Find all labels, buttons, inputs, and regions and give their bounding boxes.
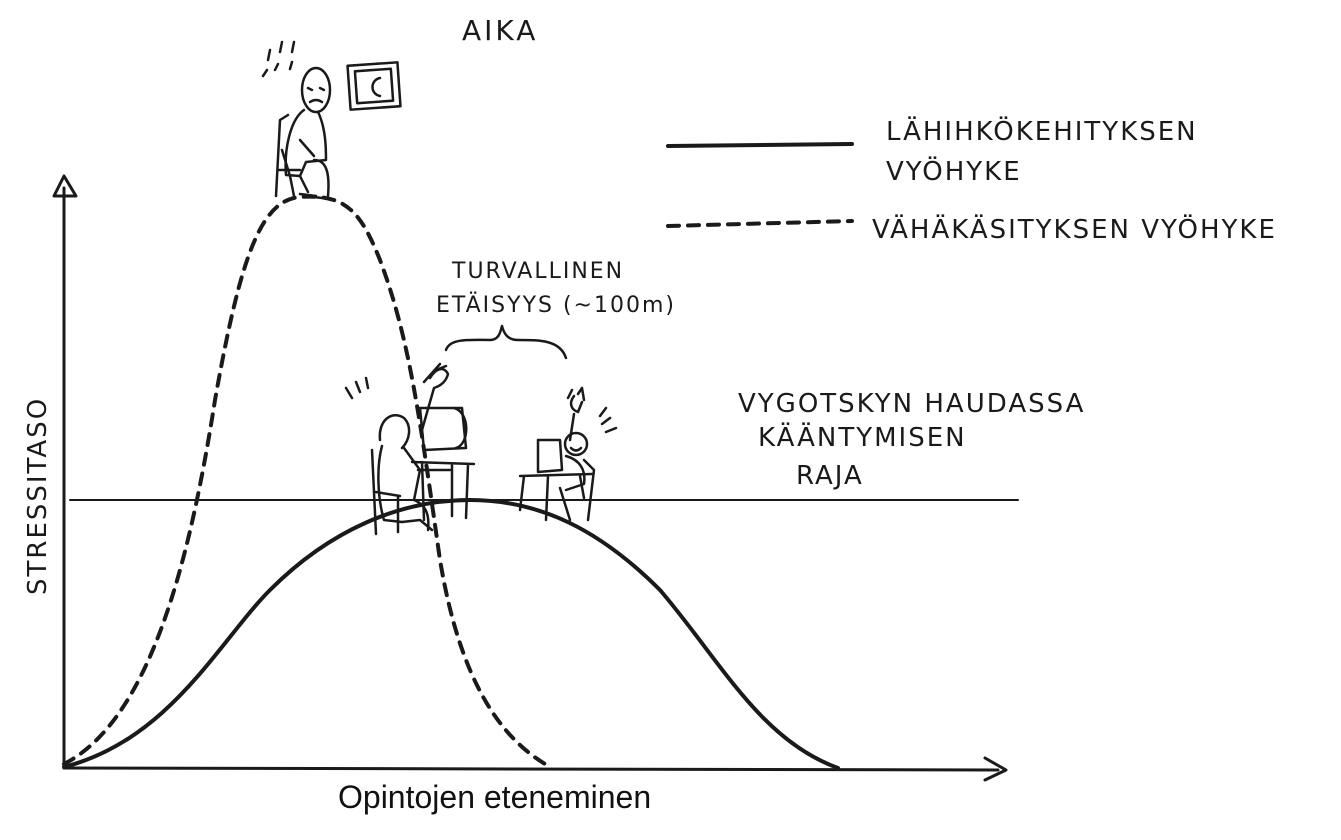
clock-icon [346, 61, 402, 111]
happy-student-icon [518, 386, 618, 522]
safe-distance-annotation: TURVALLINEN ETÄISYYS (~100m) [436, 259, 676, 360]
curly-brace-icon [444, 324, 568, 360]
student-at-computer-icon [344, 362, 476, 536]
annotation-line1: TURVALLINEN [451, 259, 624, 284]
legend-solid-label-line1: LÄHIHKÖKEHITYKSEN [886, 115, 1198, 147]
x-axis [62, 766, 1000, 772]
legend-solid-label-line2: VYÖHYKE [886, 155, 1022, 187]
axes [52, 174, 1008, 782]
legend-solid-swatch [666, 142, 854, 148]
threshold-label-line3: RAJA [796, 461, 864, 491]
y-axis-label: STRESSITASO [23, 397, 53, 595]
x-axis-arrow-icon [983, 756, 1008, 782]
dashed-curve [62, 194, 554, 770]
solid-curve [62, 498, 840, 770]
threshold-label: VYGOTSKYN HAUDASSA KÄÄNTYMISEN RAJA [738, 389, 1085, 491]
x-axis-label: Opintojen eteneminen [338, 779, 651, 815]
annotation-line2: ETÄISYYS (~100m) [436, 292, 676, 318]
threshold-label-line2: KÄÄNTYMISEN [758, 421, 967, 453]
legend: LÄHIHKÖKEHITYKSEN VYÖHYKE VÄHÄKÄSITYKSEN… [666, 115, 1277, 245]
diagram-title: AIKA [462, 14, 538, 47]
legend-dashed-swatch [666, 219, 854, 228]
legend-dashed-label: VÄHÄKÄSITYKSEN VYÖHYKE [872, 213, 1277, 245]
y-axis-arrow-icon [52, 174, 78, 198]
stressed-person-icon [261, 40, 332, 200]
threshold-label-line1: VYGOTSKYN HAUDASSA [738, 389, 1085, 419]
